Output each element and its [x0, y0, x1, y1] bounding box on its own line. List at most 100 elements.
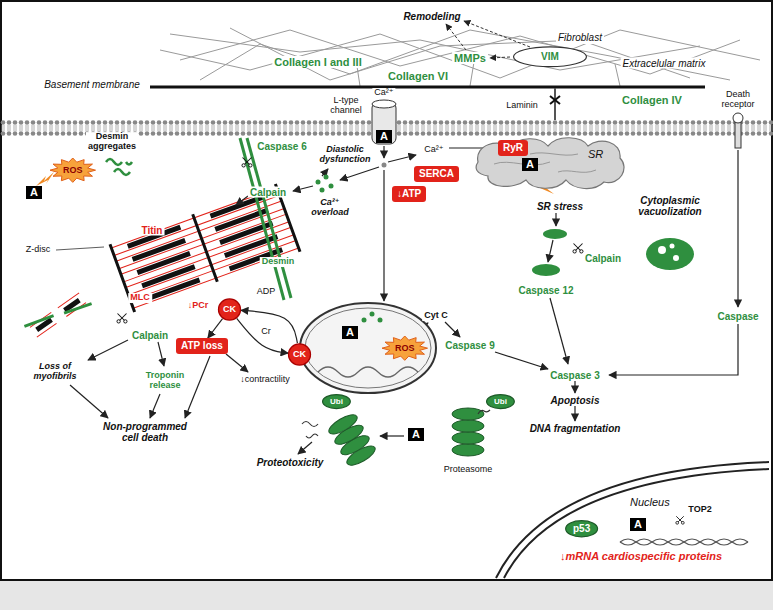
reaction-arrow — [208, 319, 223, 338]
metabolite-label: ADP — [255, 287, 278, 297]
node-text: A — [412, 428, 420, 441]
enzyme-label: Caspase 12 — [516, 285, 575, 296]
er-stress-proteins — [532, 229, 567, 276]
ros-burst: ROS — [382, 336, 428, 360]
node-text: RyR — [503, 142, 523, 154]
outcome-label: ↓contractility — [238, 375, 292, 385]
proteasome-symbol — [452, 408, 484, 456]
node-text: SR — [588, 148, 603, 161]
ion-label: Ca²⁺ — [372, 88, 395, 98]
oxidative-bolt — [36, 172, 54, 186]
desmin-filament — [240, 138, 291, 300]
collagen-fibers — [160, 28, 760, 86]
sr-outline — [470, 132, 630, 192]
l-type-channel — [372, 100, 396, 144]
region-label: Extracelular matrix — [621, 58, 708, 69]
outcome-label: Cytoplasmic vacuolization — [636, 195, 703, 217]
ubiquitin-tag: Ubi — [322, 394, 351, 409]
anthracycline-box: A — [408, 428, 424, 441]
metabolite-label: ↓PCr — [186, 301, 211, 311]
node-text: Fibroblast — [556, 32, 604, 44]
sarcoplasmic-reticulum: SR — [470, 132, 630, 192]
node-text: ↓mRNA cardiospecific proteins — [560, 550, 722, 563]
laminin-anchor — [550, 88, 560, 120]
enzyme-label: Caspase 6 — [255, 141, 308, 152]
enzyme-label: Calpain — [130, 330, 170, 341]
desmin-aggregates-symbol — [106, 159, 132, 175]
anthracycline-box: A — [342, 326, 358, 339]
anthracycline-box: A — [376, 130, 392, 143]
calcium-overload-dots — [316, 175, 334, 193]
structure-label: Z-disc — [24, 245, 53, 255]
outcome-label: Apoptosis — [549, 395, 602, 406]
process-label: Ca²⁺ overload — [309, 198, 351, 218]
protein-label: Titin — [140, 225, 165, 236]
channel-label: L-type channel — [324, 96, 368, 116]
anthracycline-box: A — [630, 518, 646, 531]
scissors — [117, 158, 684, 525]
protein-debris — [302, 422, 318, 439]
creatine-kinase: CK — [218, 298, 241, 321]
node-text: Ubi — [330, 397, 343, 406]
structure-label: Proteasome — [442, 465, 495, 475]
enzyme-label: MMPs — [452, 52, 488, 64]
atp-drop-box: ↓ATP — [392, 186, 426, 202]
node-text: ROS — [63, 165, 83, 175]
pathway-arrows — [70, 150, 738, 454]
node-text: A — [526, 158, 534, 171]
anthracycline-box: A — [26, 186, 42, 199]
ryr-channel: RyR — [498, 140, 528, 156]
damaged-proteasome — [326, 411, 378, 469]
ubiquitin-tag: Ubi — [486, 394, 515, 409]
ion-label: Ca²⁺ — [422, 145, 445, 155]
page-margin — [0, 581, 773, 610]
node-text: A — [634, 518, 642, 531]
node-text: Ubi — [494, 397, 507, 406]
protein-label: Collagen I and III — [272, 56, 363, 68]
enzyme-label: Caspase — [715, 311, 760, 322]
node-text: A — [380, 130, 388, 143]
ubiquitin-chain — [478, 410, 490, 414]
anthracycline-box: A — [522, 158, 538, 171]
outcome-label: Loss of myofibrils — [23, 362, 87, 382]
protein-label: Desmin — [260, 257, 297, 267]
ros-burst: ROS — [50, 158, 96, 182]
enzyme-label: Calpain — [583, 253, 623, 264]
process-label: SR stress — [535, 201, 585, 212]
node-text: SERCA — [419, 168, 454, 180]
outcome-label: Troponin release — [144, 371, 187, 391]
mitochondrion — [300, 303, 436, 393]
process-label: Remodeling — [401, 11, 462, 22]
structure-label: Basement membrane — [42, 79, 142, 90]
node-text: A — [30, 186, 38, 199]
node-text: Nucleus — [630, 496, 670, 509]
protein-label: Collagen IV — [620, 94, 684, 106]
enzyme-label: Calpain — [248, 187, 288, 198]
serca-pump: SERCA — [414, 166, 459, 182]
broken-myofibril — [24, 287, 91, 342]
protein-label: Cyt C — [422, 311, 450, 321]
enzyme-label: Caspase 3 — [548, 370, 601, 381]
node-text: VIM — [541, 51, 559, 63]
atp-loss-box: ATP loss — [176, 338, 228, 354]
reaction-arrow — [237, 318, 288, 353]
node-text: ↓ATP — [397, 188, 421, 200]
outcome-label: Non-programmed cell death — [96, 421, 195, 443]
outcome-label: Proteotoxicity — [255, 457, 326, 468]
creatine-kinase: CK — [288, 343, 311, 366]
vacuole — [646, 238, 694, 270]
calcium-ion — [382, 163, 387, 168]
outcome-label: DNA fragmentation — [528, 423, 623, 434]
leader-line — [56, 247, 104, 250]
node-text: CK — [223, 304, 236, 314]
basement-membrane — [150, 86, 705, 89]
outcome-label: Desmin aggregates — [86, 132, 138, 152]
node-text: ATP loss — [181, 340, 223, 352]
outcome-label: Diastolic dysfunction — [318, 145, 373, 165]
death-receptor-symbol — [733, 113, 743, 148]
node-text: CK — [293, 349, 306, 359]
protein-label: Collagen VI — [386, 70, 450, 82]
protein-label: MLC — [128, 293, 152, 303]
reaction-arrow — [241, 310, 297, 343]
myofibril-bundle — [110, 184, 300, 312]
